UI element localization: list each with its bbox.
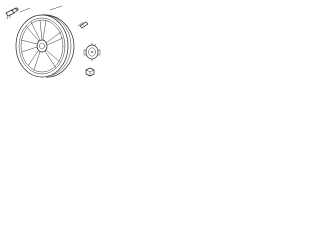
- wheel-balance-weight[interactable]: [79, 21, 89, 29]
- tire-valve-stem[interactable]: [5, 7, 19, 20]
- parts-diagram: [5, 5, 101, 78]
- lug-nut[interactable]: [85, 67, 95, 77]
- callout-lines: [19, 5, 97, 49]
- center-cap[interactable]: [83, 42, 101, 62]
- wheel-rim[interactable]: [15, 14, 75, 78]
